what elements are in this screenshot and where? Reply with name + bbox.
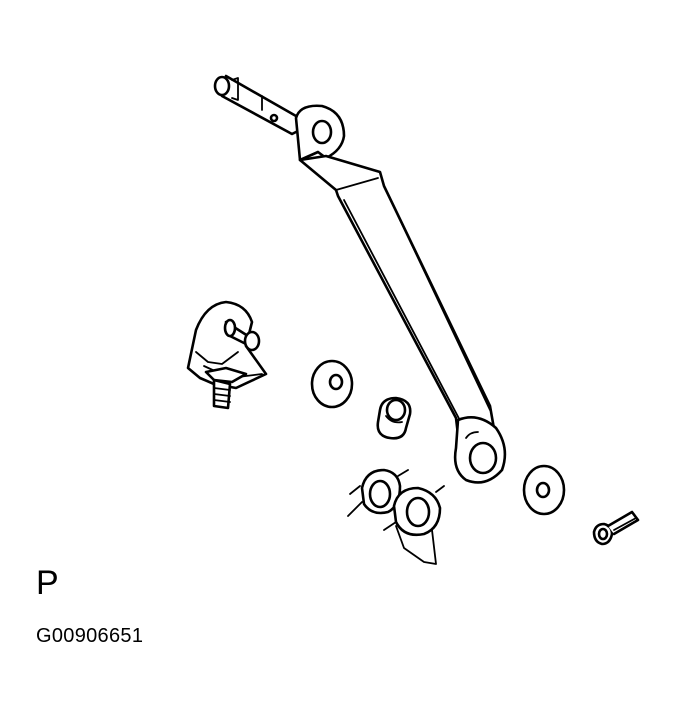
mounting-bracket [186, 300, 268, 410]
view-letter: P [36, 564, 59, 602]
washer [310, 359, 354, 409]
spring-clip [383, 485, 445, 565]
lever-arm [213, 74, 507, 484]
cotter-pin [592, 510, 640, 546]
washer [522, 464, 566, 516]
figure-id: G00906651 [36, 625, 144, 647]
bushing [376, 396, 412, 440]
spring-clip [347, 468, 409, 517]
